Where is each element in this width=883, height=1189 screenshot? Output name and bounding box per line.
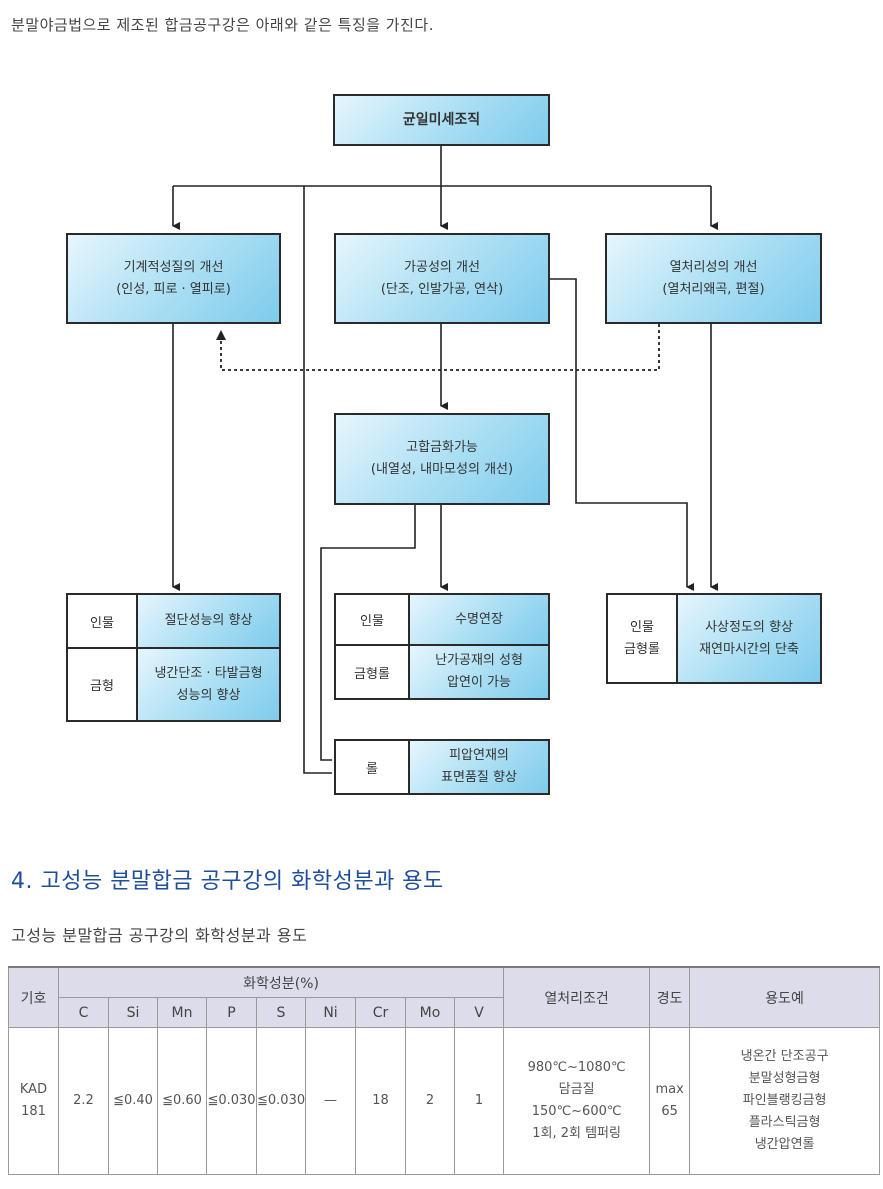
r2-value-2: 난가공재의 성형 압연이 가능 xyxy=(410,646,548,698)
cell-c: 2.2 xyxy=(58,1027,109,1175)
cell-p: ≦0.030 xyxy=(206,1027,257,1175)
th-hardness: 경도 xyxy=(649,966,691,1028)
r2-value-2b: 압연이 가능 xyxy=(447,675,511,690)
cell-mn: ≦0.60 xyxy=(157,1027,207,1175)
r2-value-2a: 난가공재의 성형 xyxy=(435,653,523,668)
box-workability: 가공성의 개선 (단조, 인발가공, 연삭) xyxy=(334,233,550,324)
cell-uses: 냉온간 단조공구 분말성형금형 파인블랭킹금형 플라스틱금형 냉간압연롤 xyxy=(689,1027,881,1175)
th-el-v: V xyxy=(453,997,505,1028)
mech-line1: 기계적성질의 개선 xyxy=(123,259,224,275)
arrow-work-to-r3 xyxy=(549,278,694,591)
cell-mo: 2 xyxy=(405,1027,455,1175)
r2-label-2: 금형롤 xyxy=(336,646,410,698)
dotted-arrowhead xyxy=(216,330,226,340)
connector-alloy-to-roll xyxy=(320,505,416,761)
table-caption: 고성능 분말합금 공구강의 화학성분과 용도 xyxy=(11,926,308,945)
th-el-s: S xyxy=(256,997,306,1028)
r4-value-a: 피압연재의 xyxy=(449,748,509,763)
section-heading: 4. 고성능 분말합금 공구강의 화학성분과 용도 xyxy=(11,869,444,894)
box-mechanical: 기계적성질의 개선 (인성, 피로 · 열피로) xyxy=(66,233,281,324)
cell-use-0: 냉온간 단조공구 xyxy=(740,1049,829,1064)
r2-label-1: 인물 xyxy=(336,595,410,646)
result-box-finish: 인물 금형롤 사상정도의 향상 재연마시간의 단축 xyxy=(606,593,822,684)
cell-symbol: KAD 181 xyxy=(8,1027,59,1175)
cell-s: ≦0.030 xyxy=(256,1027,306,1175)
cell-use-1: 분말성형금형 xyxy=(748,1071,821,1086)
cell-symbol-a: KAD xyxy=(19,1082,48,1097)
th-usage: 용도예 xyxy=(689,966,881,1028)
cell-ni: — xyxy=(305,1027,356,1175)
th-el-mn: Mn xyxy=(157,997,207,1028)
diagram-connectors xyxy=(172,145,718,774)
r1-label-2: 금형 xyxy=(68,649,138,720)
th-heat: 열처리조건 xyxy=(503,966,651,1028)
r3-value-b: 재연마시간의 단축 xyxy=(699,641,799,657)
cell-heat-3: 1회, 2회 템퍼링 xyxy=(532,1126,621,1141)
dotted-connector xyxy=(220,324,660,371)
r3-value: 사상정도의 향상 재연마시간의 단축 xyxy=(678,595,820,682)
cell-heat-0: 980℃~1080℃ xyxy=(527,1060,626,1075)
work-line1: 가공성의 개선 xyxy=(404,259,480,275)
box-heat-treatment: 열처리성의 개선 (열처리왜곡, 편절) xyxy=(605,233,822,324)
r3-label-b: 금형롤 xyxy=(624,641,660,657)
result-box-life: 인물 수명연장 금형롤 난가공재의 성형 압연이 가능 xyxy=(334,593,550,700)
r4-value-b: 표면품질 향상 xyxy=(441,770,517,785)
cell-symbol-b: 181 xyxy=(21,1104,46,1119)
cell-si: ≦0.40 xyxy=(108,1027,158,1175)
r4-label: 롤 xyxy=(336,741,410,793)
alloy-line2: (내열성, 내마모성의 개선) xyxy=(370,462,514,477)
cell-heat: 980℃~1080℃ 담금질 150℃~600℃ 1회, 2회 템퍼링 xyxy=(503,1027,651,1175)
cell-use-3: 플라스틱금형 xyxy=(748,1115,821,1130)
result-box-roll: 롤 피압연재의 표면품질 향상 xyxy=(334,739,550,795)
r1-value-2: 냉간단조 · 타발금형 성능의 향상 xyxy=(138,649,279,720)
box-uniform-microstructure: 균일미세조직 xyxy=(333,94,550,146)
work-line2: (단조, 인발가공, 연삭) xyxy=(380,281,504,297)
th-el-cr: Cr xyxy=(355,997,406,1028)
r1-value-2b: 성능의 향상 xyxy=(176,687,241,703)
cell-heat-1: 담금질 xyxy=(558,1082,595,1097)
r1-value-1-text: 절단성능의 향상 xyxy=(164,613,253,628)
mech-line2: (인성, 피로 · 열피로) xyxy=(116,281,231,297)
cell-v: 1 xyxy=(453,1027,505,1175)
r1-value-2a: 냉간단조 · 타발금형 xyxy=(154,665,263,681)
alloy-line1: 고합금화가능 xyxy=(406,440,478,455)
th-symbol: 기호 xyxy=(8,966,59,1028)
r3-value-a: 사상정도의 향상 xyxy=(705,619,793,635)
r2-value-1-text: 수명연장 xyxy=(455,611,503,627)
chemical-composition-table: 기호 화학성분(%) 열처리조건 경도 용도예 C Si Mn P S Ni C… xyxy=(8,966,881,1175)
r2-value-1: 수명연장 xyxy=(410,595,548,646)
r3-label-a: 인물 xyxy=(630,619,654,635)
heat-line1: 열처리성의 개선 xyxy=(669,259,758,275)
cell-hardness-a: max xyxy=(655,1082,684,1097)
cell-hardness-b: 65 xyxy=(661,1104,678,1119)
th-chem: 화학성분(%) xyxy=(57,966,505,998)
cell-hardness: max 65 xyxy=(649,1027,691,1175)
r1-label-1: 인물 xyxy=(68,595,138,649)
connector-to-roll xyxy=(303,186,332,774)
r1-value-1: 절단성능의 향상 xyxy=(138,595,279,649)
th-el-c: C xyxy=(58,997,109,1028)
heat-line2: (열처리왜곡, 편절) xyxy=(662,281,765,297)
th-el-si: Si xyxy=(108,997,158,1028)
cell-use-2: 파인블랭킹금형 xyxy=(742,1093,827,1108)
th-el-ni: Ni xyxy=(305,997,356,1028)
box-uniform-label: 균일미세조직 xyxy=(402,112,481,128)
r4-value: 피압연재의 표면품질 향상 xyxy=(410,741,548,793)
th-el-p: P xyxy=(206,997,257,1028)
intro-text: 분말야금법으로 제조된 합금공구강은 아래와 같은 특징을 가진다. xyxy=(11,16,434,34)
cell-cr: 18 xyxy=(355,1027,406,1175)
r3-label: 인물 금형롤 xyxy=(608,595,678,682)
box-high-alloy: 고합금화가능 (내열성, 내마모성의 개선) xyxy=(334,413,550,505)
cell-use-4: 냉간압연롤 xyxy=(754,1137,815,1152)
th-el-mo: Mo xyxy=(405,997,455,1028)
table-row: KAD 181 2.2 ≦0.40 ≦0.60 ≦0.030 ≦0.030 — … xyxy=(8,1027,881,1175)
cell-heat-2: 150℃~600℃ xyxy=(531,1104,622,1119)
result-box-cutting: 인물 절단성능의 향상 금형 냉간단조 · 타발금형 성능의 향상 xyxy=(66,593,281,722)
